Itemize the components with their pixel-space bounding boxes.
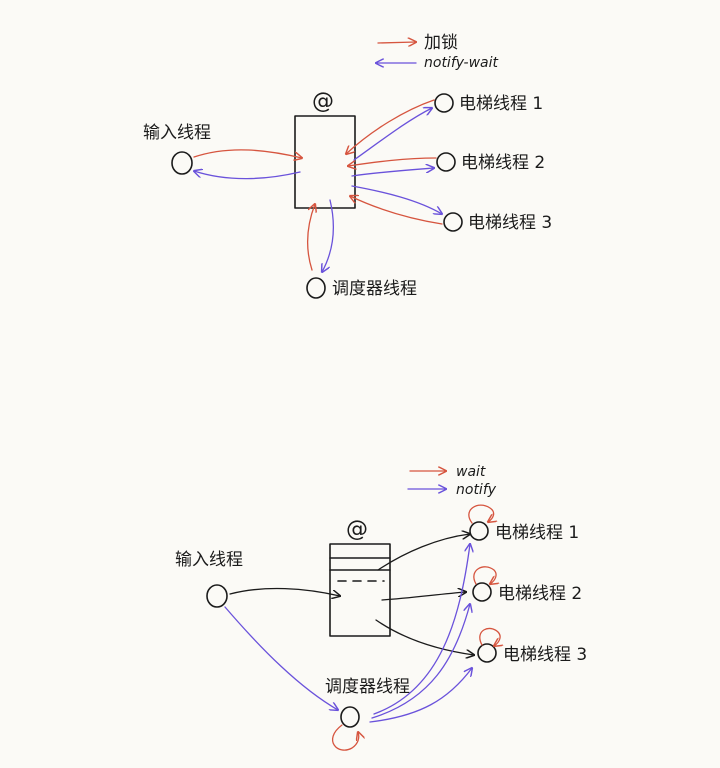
scheduler-notify-elevator-3	[369, 668, 472, 723]
elevator-thread-2-label: 电梯线程 2	[461, 153, 545, 173]
input-thread-node	[171, 151, 193, 175]
legend: 加锁 notify-wait	[376, 33, 499, 71]
queue-to-elevator-2-arrow	[381, 592, 466, 601]
scheduler-wait-loop	[332, 724, 359, 751]
scheduler-thread-label: 调度器线程	[332, 279, 417, 299]
input-lock-arrow	[193, 149, 302, 158]
elevator-2-lock-arrow	[348, 157, 437, 166]
legend-notify-label: notify	[456, 482, 497, 498]
elevator-thread-1-node	[434, 93, 454, 113]
elevator-3-notify-arrow	[351, 185, 442, 214]
elevator-2-thread-2-label: 电梯线程 2	[498, 584, 582, 604]
elevator-1-lock-arrow	[346, 99, 435, 154]
legend-lock-arrow	[377, 42, 416, 43]
elevator-2-thread-1-label: 电梯线程 1	[495, 523, 579, 543]
queue-to-elevator-3-arrow	[375, 619, 474, 655]
diagram-lock-notify-wait: 加锁 notify-wait @ 输入线程 电梯线程 1 电梯线程 2 电梯线程…	[143, 33, 552, 299]
scheduler-lock-arrow	[307, 204, 315, 271]
monitor-2-symbol: @	[346, 517, 368, 542]
elevator-1-notify-arrow	[353, 108, 432, 161]
input-notify-arrow	[194, 171, 301, 180]
legend-lock-label: 加锁	[424, 33, 458, 53]
scheduler-thread-2-node	[340, 706, 360, 728]
elevator-thread-2-node	[436, 152, 456, 172]
elevator-thread-3-node	[443, 212, 463, 232]
elevator-1-wait-loop	[468, 504, 494, 524]
elevator-thread-1-label: 电梯线程 1	[459, 94, 543, 114]
request-queue-box	[329, 543, 391, 637]
scheduler-notify-elevator-2	[371, 604, 470, 719]
elevator-3-wait-loop	[479, 627, 500, 646]
input-thread-label: 输入线程	[143, 123, 211, 143]
elevator-2-thread-3-node	[477, 643, 497, 663]
monitor-symbol: @	[312, 89, 334, 114]
scheduler-thread-2-label: 调度器线程	[325, 677, 410, 697]
input-to-queue-arrow	[229, 587, 340, 596]
scheduler-notify-elevator-1	[373, 544, 470, 715]
elevator-2-thread-2-node	[472, 582, 492, 602]
legend-notify-wait-label: notify-wait	[424, 55, 499, 71]
monitor-box	[294, 115, 356, 209]
scheduler-thread-node	[306, 277, 326, 299]
elevator-2-thread-1-node	[469, 521, 489, 541]
elevator-2-notify-arrow	[351, 168, 434, 177]
input-thread-2-node	[206, 584, 228, 608]
queue-to-elevator-1-arrow	[377, 534, 470, 571]
elevator-3-lock-arrow	[350, 196, 443, 225]
elevator-2-thread-3-label: 电梯线程 3	[503, 645, 587, 665]
input-thread-2-label: 输入线程	[175, 550, 243, 570]
legend-2: wait notify	[407, 464, 497, 498]
elevator-thread-3-label: 电梯线程 3	[468, 213, 552, 233]
input-to-scheduler-notify-arrow	[224, 606, 338, 710]
diagram-wait-notify: wait notify @ 输入线程 电梯线程 1 电梯线程 2 电梯线程 3	[175, 464, 587, 751]
elevator-2-wait-loop	[473, 566, 496, 584]
legend-wait-label: wait	[456, 464, 486, 480]
scheduler-notify-arrow	[322, 199, 334, 272]
